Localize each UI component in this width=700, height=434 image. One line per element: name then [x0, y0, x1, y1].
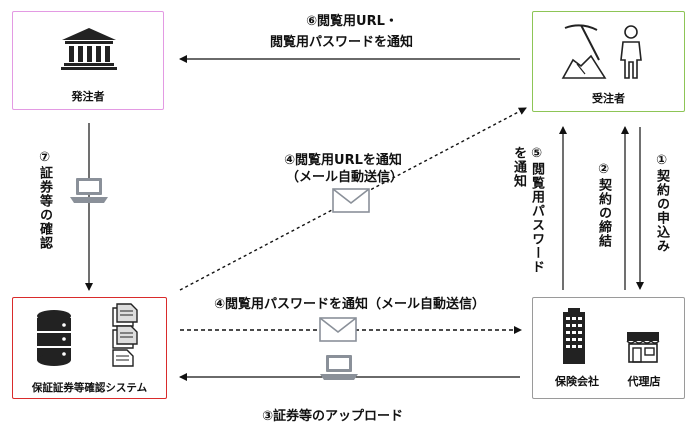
database-icon: [37, 310, 71, 366]
step6-label-line2: 閲覧用パスワードを通知: [270, 35, 414, 50]
contractor-label: 受注者: [592, 92, 625, 105]
step4-url-label-line2: （メール自動送信）: [286, 170, 404, 185]
agent-label: 代理店: [627, 375, 661, 388]
orderer-node: 発注者: [12, 11, 164, 110]
shop-storefront-icon: [626, 332, 660, 363]
step3-label: ③証券等のアップロード: [262, 409, 404, 424]
worker-with-pickaxe-icon: [561, 24, 642, 79]
mail-envelope-icon: [332, 188, 370, 213]
step5-label-line2: を通知: [511, 146, 526, 188]
document-stack-icon: [112, 303, 138, 367]
step6-label-line1: ⑥閲覧用URL・: [306, 14, 398, 29]
system-label: 保証証券等確認システム: [31, 382, 148, 394]
insurer-label: 保険会社: [555, 375, 599, 388]
step2-label: ②契約の締結: [596, 162, 611, 248]
insurer-agent-node: 保険会社 代理店: [532, 297, 685, 399]
contractor-node: 受注者: [532, 11, 685, 112]
step4-password-label: ④閲覧用パスワードを通知（メール自動送信）: [214, 297, 486, 312]
step5-label-line1: ⑤閲覧用パスワード: [529, 146, 544, 274]
laptop-icon: [70, 178, 108, 203]
mail-envelope-icon: [319, 317, 357, 342]
laptop-icon: [320, 355, 358, 380]
office-building-icon: [563, 308, 585, 364]
step7-label: ⑦証券等の確認: [37, 150, 52, 250]
system-node: 保証証券等確認システム: [12, 297, 167, 399]
orderer-label: 発注者: [71, 90, 105, 103]
step1-label: ①契約の申込み: [654, 153, 669, 253]
step4-url-label-line1: ④閲覧用URLを通知: [284, 153, 402, 168]
arrow-step4-url: [179, 107, 527, 291]
bank-building-icon: [61, 28, 117, 70]
